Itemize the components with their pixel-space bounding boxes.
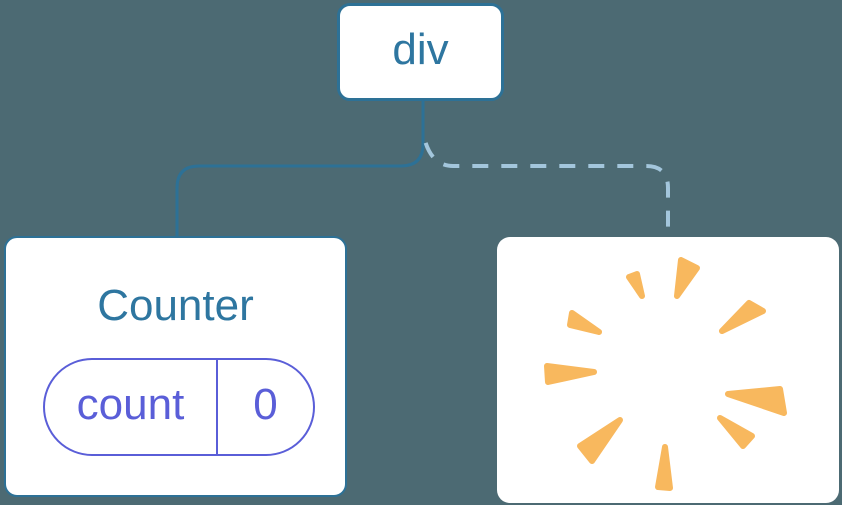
state-pill: count 0 [43, 358, 315, 456]
component-name: Counter [97, 281, 254, 330]
tree-node-removed [497, 237, 839, 503]
state-name: count [45, 360, 218, 454]
tree-node-counter: Counter count 0 [4, 236, 347, 497]
node-label: div [392, 25, 449, 74]
edge-solid-kept-child [175, 99, 425, 238]
edge-dashed-removed-child [422, 136, 670, 237]
state-value: 0 [253, 380, 278, 429]
tree-node-div: div [337, 3, 504, 101]
